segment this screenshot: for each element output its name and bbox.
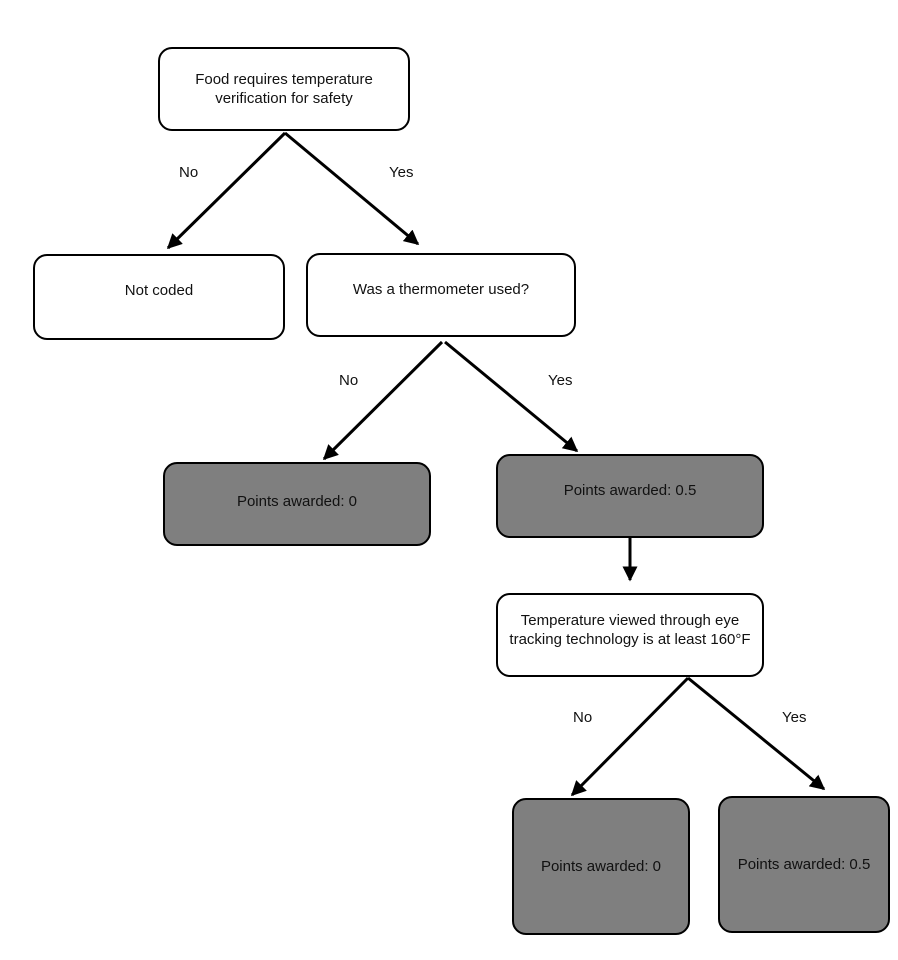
node-points-05-thermometer-text: Points awarded: 0.5	[563, 481, 697, 499]
arrow-q2-yes	[444, 340, 579, 453]
node-thermometer-used-text: Was a thermometer used?	[352, 280, 530, 298]
node-points-0-below-160-text: Points awarded: 0	[540, 858, 662, 875]
arrow-q3-yes	[687, 676, 826, 791]
edge-label-q1-yes: Yes	[389, 164, 414, 181]
node-thermometer-used: Was a thermometer used?	[306, 253, 576, 337]
node-not-coded: Not coded	[33, 254, 285, 340]
edge-label-q3-yes: Yes	[782, 709, 807, 726]
node-temperature-verification-text: Food requires temperature verification f…	[195, 71, 373, 107]
node-points-05-at-least-160: Points awarded: 0.5	[718, 796, 890, 933]
arrow-q1-yes	[284, 131, 420, 246]
node-not-coded-text: Not coded	[124, 281, 194, 299]
node-points-0-below-160: Points awarded: 0	[512, 798, 690, 935]
node-points-0-no-thermometer: Points awarded: 0	[163, 462, 431, 546]
edge-label-q1-no: No	[179, 164, 199, 181]
arrow-q2-no	[322, 340, 444, 461]
node-temperature-verification: Food requires temperature verification f…	[158, 47, 410, 131]
edge-label-q2-yes: Yes	[548, 372, 573, 389]
arrow-q3-no	[570, 676, 690, 797]
edge-label-q2-no: No	[339, 372, 359, 389]
node-eye-tracking-temperature-text: Temperature viewed through eye tracking …	[509, 612, 751, 648]
node-eye-tracking-temperature: Temperature viewed through eye tracking …	[496, 593, 764, 677]
node-points-0-no-thermometer-text: Points awarded: 0	[236, 492, 358, 510]
node-points-05-thermometer: Points awarded: 0.5	[496, 454, 764, 538]
edge-label-q3-no: No	[573, 709, 593, 726]
node-points-05-at-least-160-text: Points awarded: 0.5	[737, 856, 871, 873]
arrow-q1-no	[166, 131, 287, 250]
